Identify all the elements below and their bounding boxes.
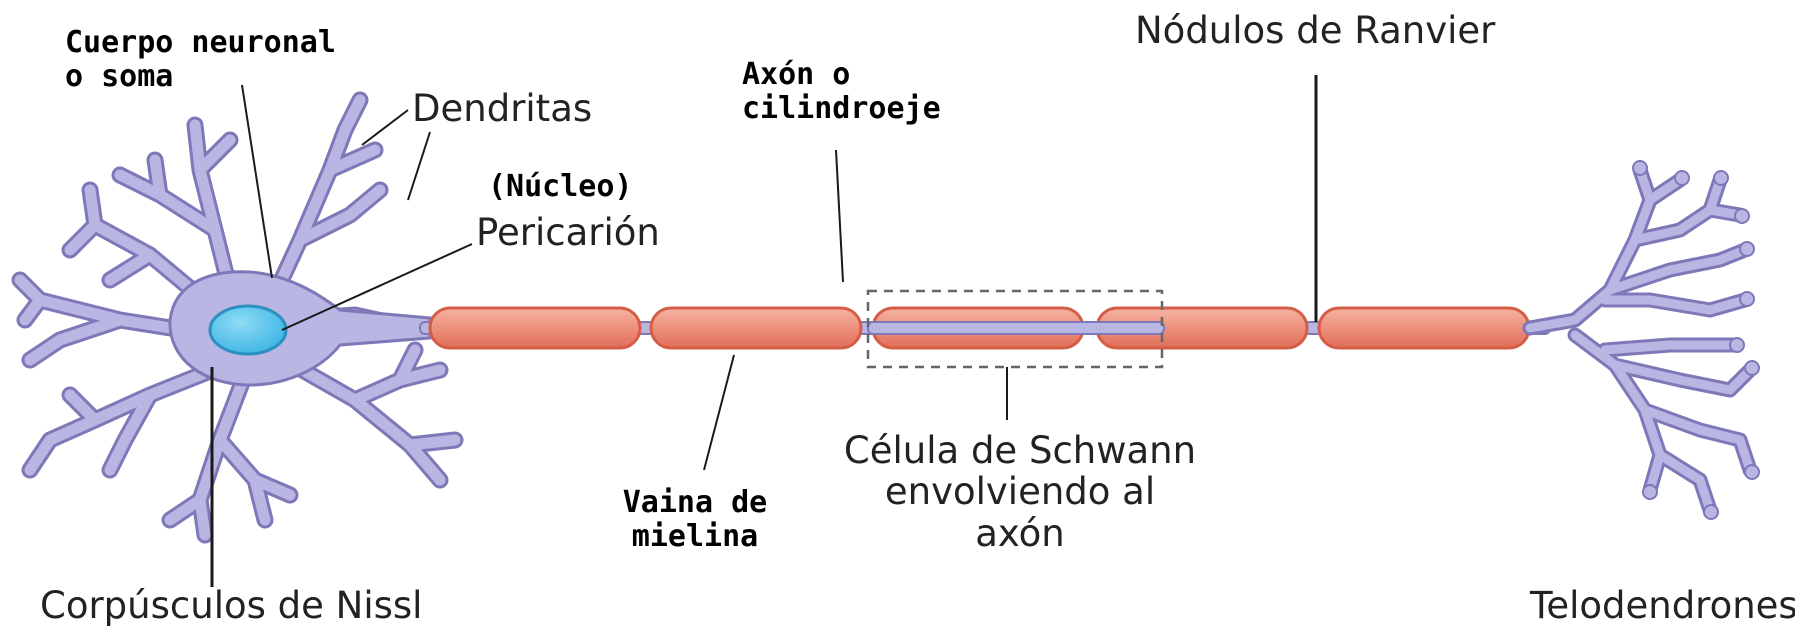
label-pericarion: Pericarión <box>476 212 660 253</box>
label-nucleo: (Núcleo) <box>488 170 633 204</box>
leader-dendritas-1 <box>362 110 408 145</box>
label-nodulos-ranvier: Nódulos de Ranvier <box>1135 10 1495 51</box>
leader-vaina <box>704 355 734 470</box>
label-telodendrones: Telodendrones <box>1530 585 1795 626</box>
label-corpusculos-nissl: Corpúsculos de Nissl <box>40 585 422 626</box>
leader-dendritas-2 <box>408 132 430 200</box>
leader-cuerpo <box>242 85 272 278</box>
label-vaina-mielina: Vaina de mielina <box>610 486 780 553</box>
axon-inside-schwann <box>868 322 1164 334</box>
nucleus <box>210 306 286 354</box>
label-axon: Axón o cilindroeje <box>742 58 941 125</box>
label-celula-schwann: Célula de Schwann envolviendo al axón <box>840 430 1200 554</box>
telodendrons <box>1530 161 1759 519</box>
label-cuerpo-neuronal: Cuerpo neuronal o soma <box>65 26 336 93</box>
label-dendritas: Dendritas <box>412 88 592 129</box>
leader-axon <box>836 150 843 282</box>
myelin-segment <box>430 308 640 348</box>
myelin-segment <box>1319 308 1529 348</box>
myelin-segment <box>651 308 861 348</box>
